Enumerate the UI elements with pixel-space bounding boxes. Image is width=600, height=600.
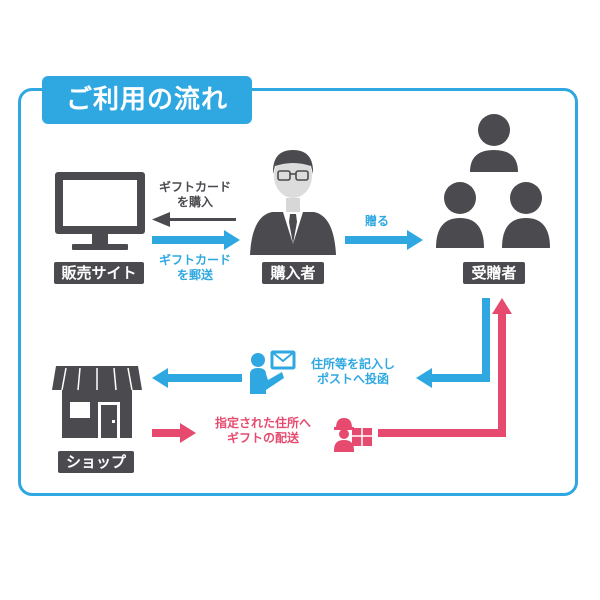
arrow-store-to-delivery: [152, 423, 196, 443]
mail-posting-icon: [250, 350, 296, 394]
flow-title: ご利用の流れ: [42, 76, 252, 124]
arrow-mail-card: [152, 230, 240, 250]
recipients-icon: [436, 114, 550, 248]
arrow-buy: [152, 212, 236, 227]
note-write-address: 住所等を記入し ポストへ投函: [310, 357, 395, 386]
buyer-icon: [250, 150, 336, 255]
store-icon: [52, 366, 142, 438]
label-recipient: 受贈者: [463, 262, 525, 284]
label-store: ショップ: [58, 451, 134, 473]
arrow-post-to-store: [152, 368, 242, 388]
note-give: 贈る: [364, 214, 389, 228]
note-deliver-gift: 指定された住所へ ギフトの配送: [214, 416, 311, 445]
label-buyer: 購入者: [262, 262, 324, 284]
monitor-icon: [55, 172, 145, 250]
note-mail-gift-card: ギフトカード を郵送: [158, 253, 231, 282]
arrow-recipient-to-post: [416, 298, 490, 388]
arrow-delivery-to-recipient: [378, 298, 512, 437]
delivery-person-icon: [334, 418, 372, 452]
arrow-give: [345, 230, 423, 250]
label-shop-site: 販売サイト: [54, 262, 144, 284]
note-buy-gift-card: ギフトカード を購入: [158, 180, 231, 209]
